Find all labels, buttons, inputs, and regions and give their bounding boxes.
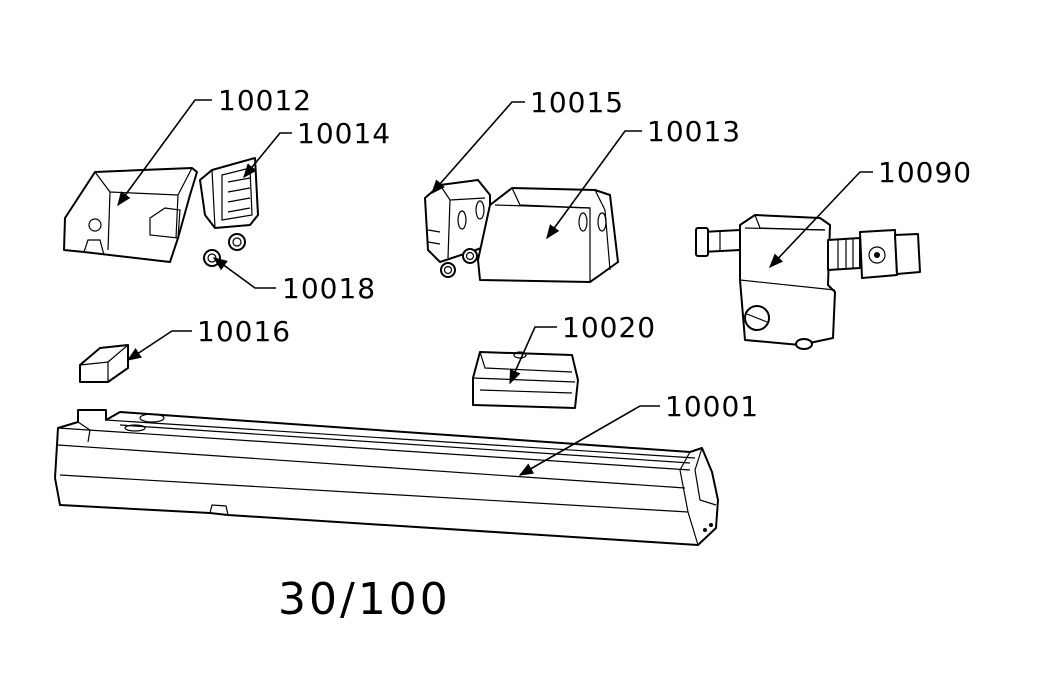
- leader-lines: [117, 99, 873, 476]
- leader-10015: [431, 101, 525, 195]
- leader-10018: [212, 257, 276, 289]
- part-10090-clamp: [695, 214, 921, 350]
- label-10016: 10016: [197, 315, 291, 348]
- part-10018-nuts: [203, 233, 246, 267]
- drawing-title: 30/100: [278, 574, 451, 625]
- part-10015-nuts: [440, 248, 478, 278]
- leader-10014: [243, 132, 292, 179]
- label-10020: 10020: [562, 311, 656, 344]
- leader-10012: [117, 99, 212, 207]
- part-labels: 10012 10014 10018 10015 10013 10090 1001…: [197, 84, 972, 423]
- label-10012: 10012: [218, 84, 312, 117]
- leader-10016: [126, 330, 192, 361]
- label-10013: 10013: [647, 115, 741, 148]
- label-10090: 10090: [878, 156, 972, 189]
- label-10015: 10015: [530, 86, 624, 119]
- part-10020-slider: [472, 351, 579, 409]
- part-10016-key: [79, 344, 129, 383]
- leader-10090: [769, 171, 873, 269]
- part-10014-jaw-plate: [199, 157, 259, 229]
- part-10013-jaw-block: [477, 187, 619, 283]
- part-10001-rail: [54, 409, 719, 546]
- leader-10001: [518, 405, 660, 476]
- leader-10013: [546, 130, 642, 240]
- label-10018: 10018: [282, 272, 376, 305]
- label-10001: 10001: [665, 390, 759, 423]
- leader-10020: [509, 326, 557, 385]
- part-10012-jaw: [63, 167, 198, 263]
- label-10014: 10014: [297, 117, 391, 150]
